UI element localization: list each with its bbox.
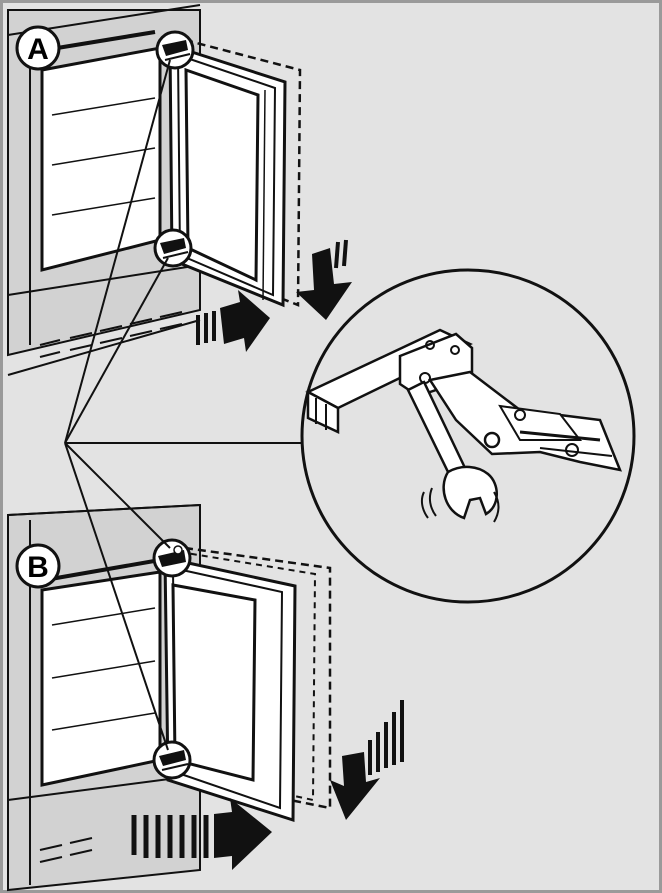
wrench-icon <box>406 380 498 520</box>
label-b-text: B <box>27 551 49 584</box>
wrench-adjusting-hinge-icon <box>300 268 636 604</box>
detail-circle <box>300 268 636 604</box>
direction-arrow-icon <box>131 700 404 870</box>
door-b <box>163 556 297 823</box>
hinge-circle-top-a <box>155 30 195 70</box>
label-a: A <box>15 25 61 71</box>
panel-b: B <box>7 503 404 892</box>
label-b: B <box>15 543 61 589</box>
hinge-circle-bottom-b <box>152 740 192 780</box>
hinge-circle-top-b <box>152 538 192 578</box>
inner-compartment-b <box>40 570 162 787</box>
direction-arrow-icon <box>196 239 352 352</box>
leader-lines <box>64 59 304 751</box>
hinge-circle-bottom-a <box>153 228 193 268</box>
panel-a: A <box>7 4 352 376</box>
door-shifted-outline-b <box>183 546 332 810</box>
label-a-text: A <box>27 33 49 66</box>
door-shifted-outline-a <box>183 38 302 307</box>
